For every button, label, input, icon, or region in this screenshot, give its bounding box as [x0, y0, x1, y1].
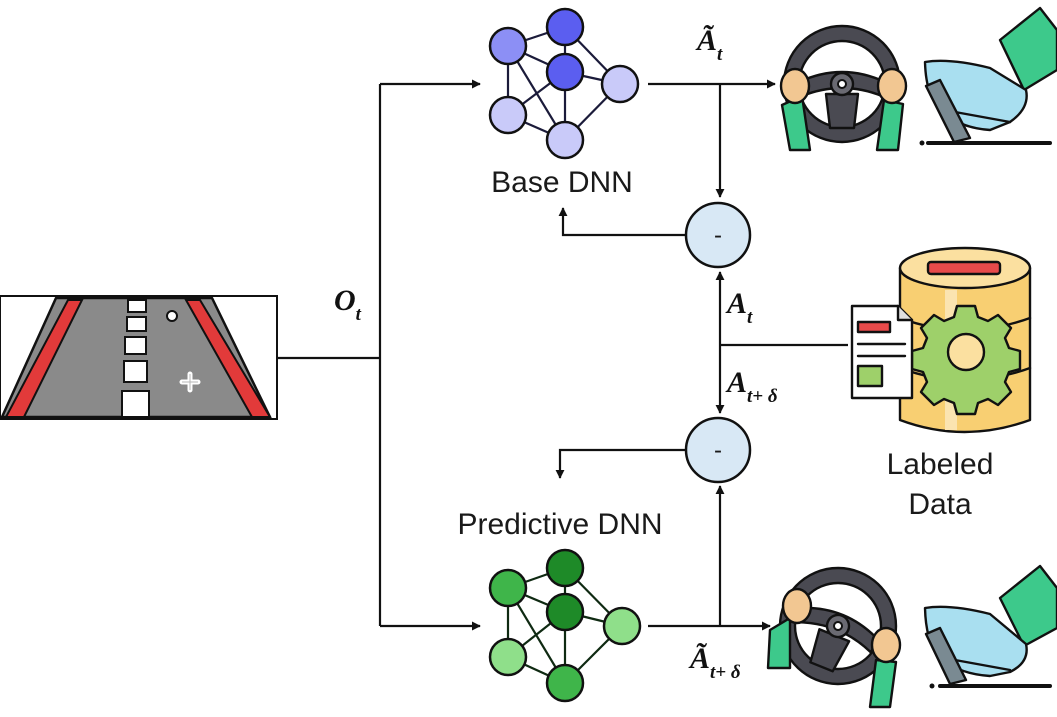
neural-network-icon [488, 548, 642, 703]
gear-icon [910, 304, 1022, 416]
base-prediction-label: Ãt [695, 24, 723, 65]
arm-icon [766, 587, 902, 709]
pedal-icon [919, 6, 1057, 146]
label-action-future: At+ δ [725, 366, 778, 407]
label-action-t: At [725, 287, 753, 328]
subtract-symbol: - [714, 222, 722, 249]
road-icon [0, 295, 278, 420]
predictive-output-label: Ãt+ δ [688, 642, 741, 683]
connection-lines [277, 79, 848, 631]
document-icon [850, 304, 914, 400]
arm-icon [779, 67, 908, 152]
subtract-symbol: - [714, 437, 722, 464]
subtract-node-top: - [684, 201, 752, 269]
predictive-dnn-label: Predictive DNN [457, 508, 662, 541]
steering-wheel-icon [782, 24, 902, 144]
neural-network-icon [488, 7, 640, 160]
base-dnn-label: Base DNN [491, 166, 633, 199]
labeled-data-label-line1: Labeled [887, 448, 994, 481]
pedal-icon [923, 564, 1057, 689]
subtract-node-bottom: - [684, 416, 752, 484]
labeled-data-label-line2: Data [908, 488, 972, 521]
observation-label: Ot [334, 284, 362, 325]
